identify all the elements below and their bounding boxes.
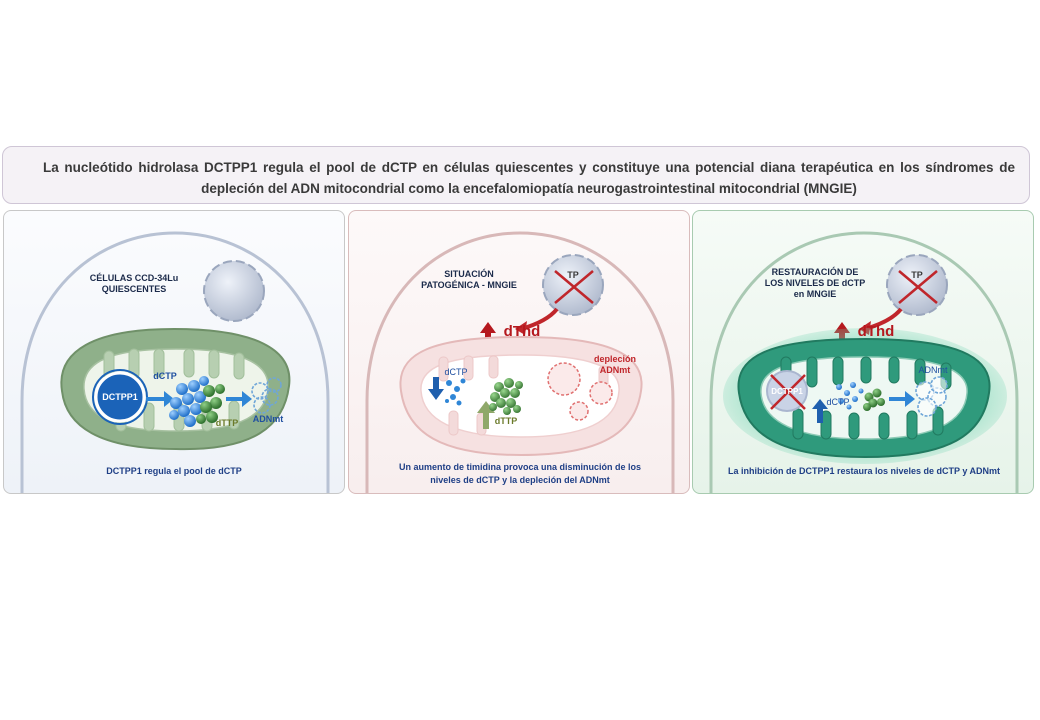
restoration-label-line3: en MNGIE — [793, 289, 837, 299]
dthd-label: dThd — [503, 323, 541, 340]
nucleus — [203, 260, 265, 322]
figure-title: La nucleótido hidrolasa DCTPP1 regula el… — [43, 160, 1015, 196]
dctpp1-inhibited-label: DCTPP1 — [771, 387, 803, 396]
panel1-illustration — [20, 231, 330, 493]
tp-label: TP — [567, 270, 579, 280]
panel-mngie-pathogenic: SITUACIÓN PATOGÉNICA - MNGIE TP dThd dCT… — [348, 210, 690, 494]
tp-label: TP — [911, 270, 923, 280]
cell-label-line2: QUIESCENTES — [101, 284, 167, 294]
cristae — [780, 356, 952, 440]
dttp-pool — [489, 378, 523, 415]
dttp-pool — [863, 388, 885, 411]
dctpp1-label: DCTPP1 — [102, 392, 138, 402]
situation-label-line2: PATOGÉNICA - MNGIE — [421, 280, 517, 290]
tp-cross-2 — [554, 270, 594, 304]
cell-membrane — [365, 231, 675, 493]
dthd-up-arrow — [480, 322, 496, 345]
cell-membrane — [709, 231, 1019, 493]
adnmt-rings — [251, 377, 282, 414]
dttp-pool — [196, 384, 225, 424]
depletion-label-line2: ADNmt — [599, 365, 631, 375]
tp-cross-2 — [898, 270, 938, 304]
dctpp1-enzyme — [94, 371, 146, 423]
panel3-caption: La inhibición de DCTPP1 restaura los niv… — [727, 466, 1001, 476]
adnmt-label: ADNmt — [918, 365, 948, 375]
dttp-label: dTTP — [494, 416, 518, 426]
depleted-adnmt — [547, 362, 613, 421]
panel-quiescent-cells: CÉLULAS CCD-34Lu QUIESCENTES DCTPP1 dCTP… — [3, 210, 345, 494]
title-box: La nucleótido hidrolasa DCTPP1 regula el… — [2, 146, 1030, 204]
dctp-label: dCTP — [153, 371, 177, 381]
arrow-to-adnmt — [226, 391, 252, 407]
cell-label-line1: CÉLULAS CCD-34Lu — [89, 273, 179, 283]
restoration-label-line2: LOS NIVELES DE dCTP — [764, 278, 866, 288]
panel2-caption-line1: Un aumento de timidina provoca una dismi… — [398, 462, 642, 472]
dctp-pool — [169, 376, 209, 427]
dctp-pool — [836, 382, 864, 410]
arrow-to-pool — [146, 391, 174, 407]
dctp-label: dCTP — [826, 397, 850, 407]
dthd-label: dThd — [857, 323, 895, 340]
restoration-label-line1: RESTAURACIÓN DE — [771, 267, 859, 277]
situation-label-line1: SITUACIÓN — [444, 269, 494, 279]
cell-membrane — [20, 231, 330, 493]
cristae — [438, 355, 609, 436]
dctp-few — [445, 378, 466, 406]
dttp-label: dTTP — [215, 418, 239, 428]
panel1-caption: DCTPP1 regula el pool de dCTP — [106, 466, 242, 476]
panel2-illustration — [365, 231, 675, 493]
dctp-label: dCTP — [444, 367, 468, 377]
adnmt-label: ADNmt — [252, 414, 284, 424]
dctp-up-arrow — [812, 399, 828, 423]
adnmt-rings — [915, 376, 948, 417]
arrow-to-adnmt — [889, 391, 915, 407]
dctp-down-arrow — [428, 377, 444, 400]
inhibition-cross-2 — [770, 374, 806, 410]
panel2-caption-line2: niveles de dCTP y la depleción del ADNmt — [430, 475, 610, 485]
panel-restoration: RESTAURACIÓN DE LOS NIVELES DE dCTP en M… — [692, 210, 1034, 494]
panel3-illustration — [709, 231, 1019, 493]
depletion-label-line1: depleción — [593, 354, 636, 364]
